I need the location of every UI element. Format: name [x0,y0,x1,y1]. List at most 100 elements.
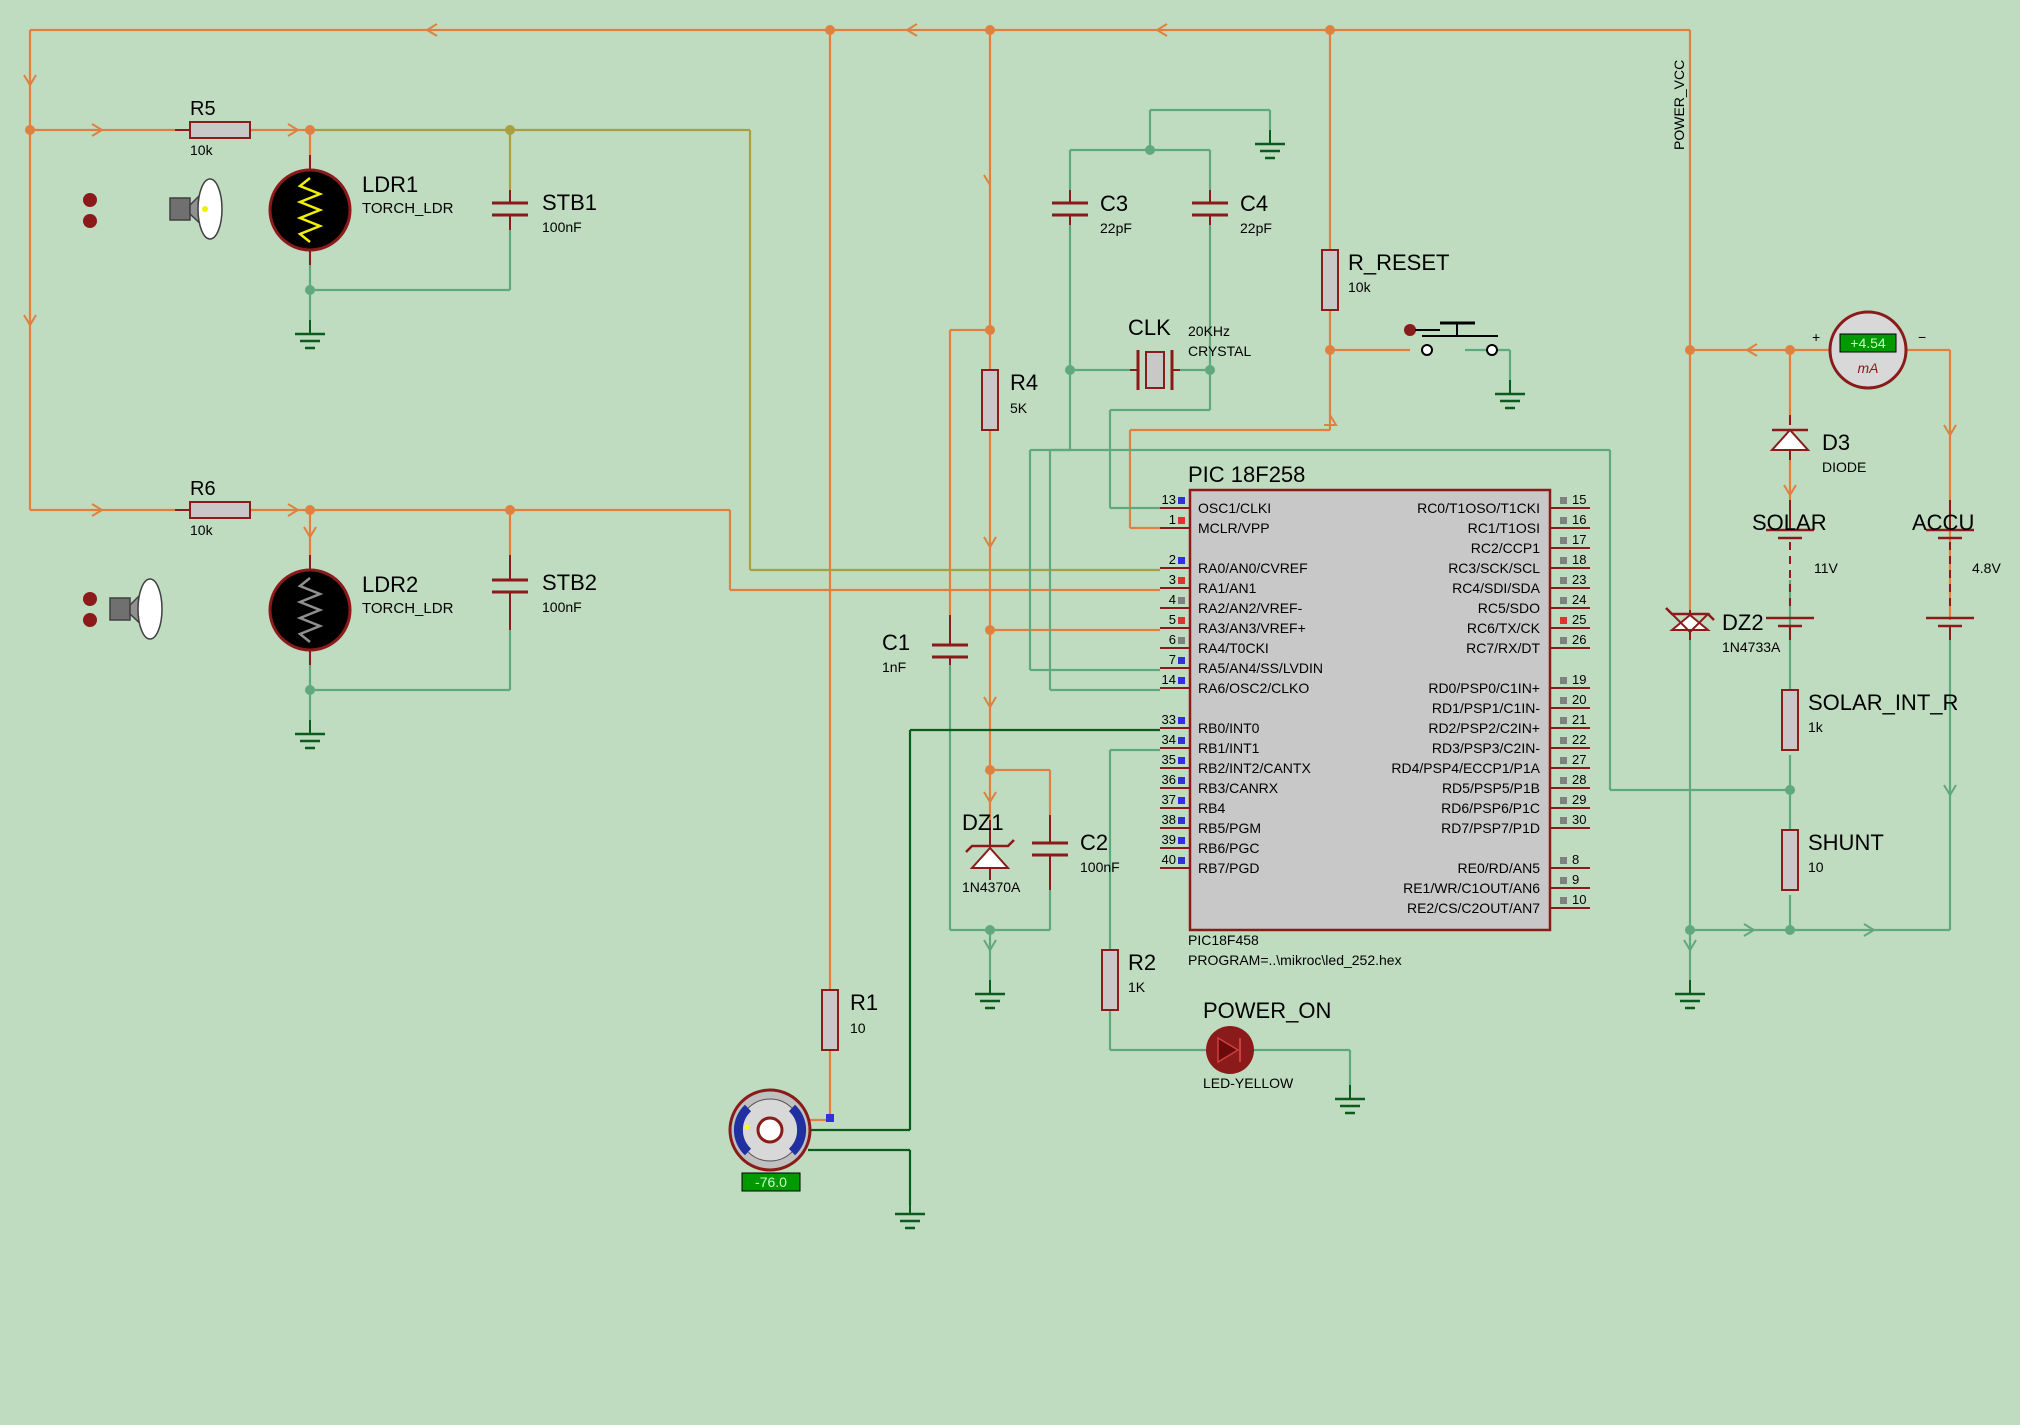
motor-wires [808,728,1160,1205]
ground-symbol [1333,1083,1367,1115]
torch-2[interactable] [83,578,163,640]
capacitor-stb2[interactable]: STB2 100nF [492,555,597,630]
c4-ref: C4 [1240,191,1268,216]
mcu-pin-label: MCLR/VPP [1198,520,1270,536]
capacitor-c2[interactable]: C2 100nF [1032,815,1120,890]
resistor-r4[interactable]: R4 5K [981,369,1038,431]
resistor-r6[interactable]: R6 10k [175,478,251,538]
mcu-pin-label: RC2/CCP1 [1471,540,1540,556]
r1-ref: R1 [850,990,878,1015]
r4-ref: R4 [1010,370,1038,395]
ammeter[interactable]: +4.54 mA + − [1812,310,1926,390]
ldr2[interactable]: LDR2 TORCH_LDR [268,555,454,665]
mcu-pin-number: 4 [1169,592,1176,607]
mcu-pin-label: RB2/INT2/CANTX [1198,760,1311,776]
mcu-pic18f258[interactable]: PIC 18F258 PIC18F458 PROGRAM=..\mikroc\l… [1160,462,1590,968]
mcu-pin-label: RC0/T1OSO/T1CKI [1417,500,1540,516]
diode-d3[interactable]: D3 DIODE [1769,415,1866,475]
mcu-pin-label: RE1/WR/C1OUT/AN6 [1403,880,1540,896]
crystal-clk[interactable]: CLK 20KHz CRYSTAL [1128,315,1251,390]
mcu-pin-number: 2 [1169,552,1176,567]
mcu-pin-label: RC1/T1OSI [1468,520,1540,536]
mcu-pin-number: 16 [1572,512,1586,527]
battery-solar[interactable]: SOLAR 11V [1752,500,1839,640]
current-arrows-green [983,784,1957,952]
zener-dz1[interactable]: DZ1 1N4370A [962,810,1021,895]
mcu-pin-number: 36 [1162,772,1176,787]
stb1-ref: STB1 [542,190,597,215]
r5-value: 10k [190,142,214,158]
mcu-pin-label: RA4/T0CKI [1198,640,1269,656]
zener-dz2[interactable]: DZ2 1N4733A [1665,607,1781,655]
r2-ref: R2 [1128,950,1156,975]
c1-ref: C1 [882,630,910,655]
stb2-ref: STB2 [542,570,597,595]
resistor-solar-int-r[interactable]: SOLAR_INT_R 1k [1781,689,1958,751]
mcu-pin-label: RA1/AN1 [1198,580,1257,596]
capacitor-c1[interactable]: C1 1nF [882,615,968,675]
resistor-r-reset[interactable]: R_RESET 10k [1321,249,1449,311]
resistor-r5[interactable]: R5 10k [175,98,251,158]
mcu-pin-number: 35 [1162,752,1176,767]
mcu-pin-number: 17 [1572,532,1586,547]
ground-symbol [1673,978,1707,1010]
capacitor-stb1[interactable]: STB1 100nF [492,190,597,235]
reset-pushbutton[interactable] [1404,321,1498,356]
shunt-value: 10 [1808,859,1824,875]
capacitor-c4[interactable]: C4 22pF [1192,190,1272,236]
mcu-pin-label: RD0/PSP0/C1IN+ [1428,680,1540,696]
mcu-pin-label: RE0/RD/AN5 [1458,860,1541,876]
dz1-value: 1N4370A [962,879,1021,895]
capacitor-c3[interactable]: C3 22pF [1052,190,1132,236]
resistor-r2[interactable]: R2 1K [1101,949,1156,1011]
led-power-on[interactable]: POWER_ON LED-YELLOW [1203,998,1331,1091]
battery-accu[interactable]: ACCU 4.8V [1912,500,2001,640]
ldr1[interactable]: LDR1 TORCH_LDR [268,155,454,265]
motor[interactable]: -76.0 [728,1088,834,1192]
mcu-pin-number: 27 [1572,752,1586,767]
mcu-pin-number: 1 [1169,512,1176,527]
torch-1[interactable] [83,178,223,240]
resistor-shunt[interactable]: SHUNT 10 [1781,829,1884,891]
resistor-r1[interactable]: R1 10 [821,989,878,1051]
mcu-pin-label: RB6/PGC [1198,840,1259,856]
mcu-pin-number: 5 [1169,612,1176,627]
mcu-pin-number: 38 [1162,812,1176,827]
